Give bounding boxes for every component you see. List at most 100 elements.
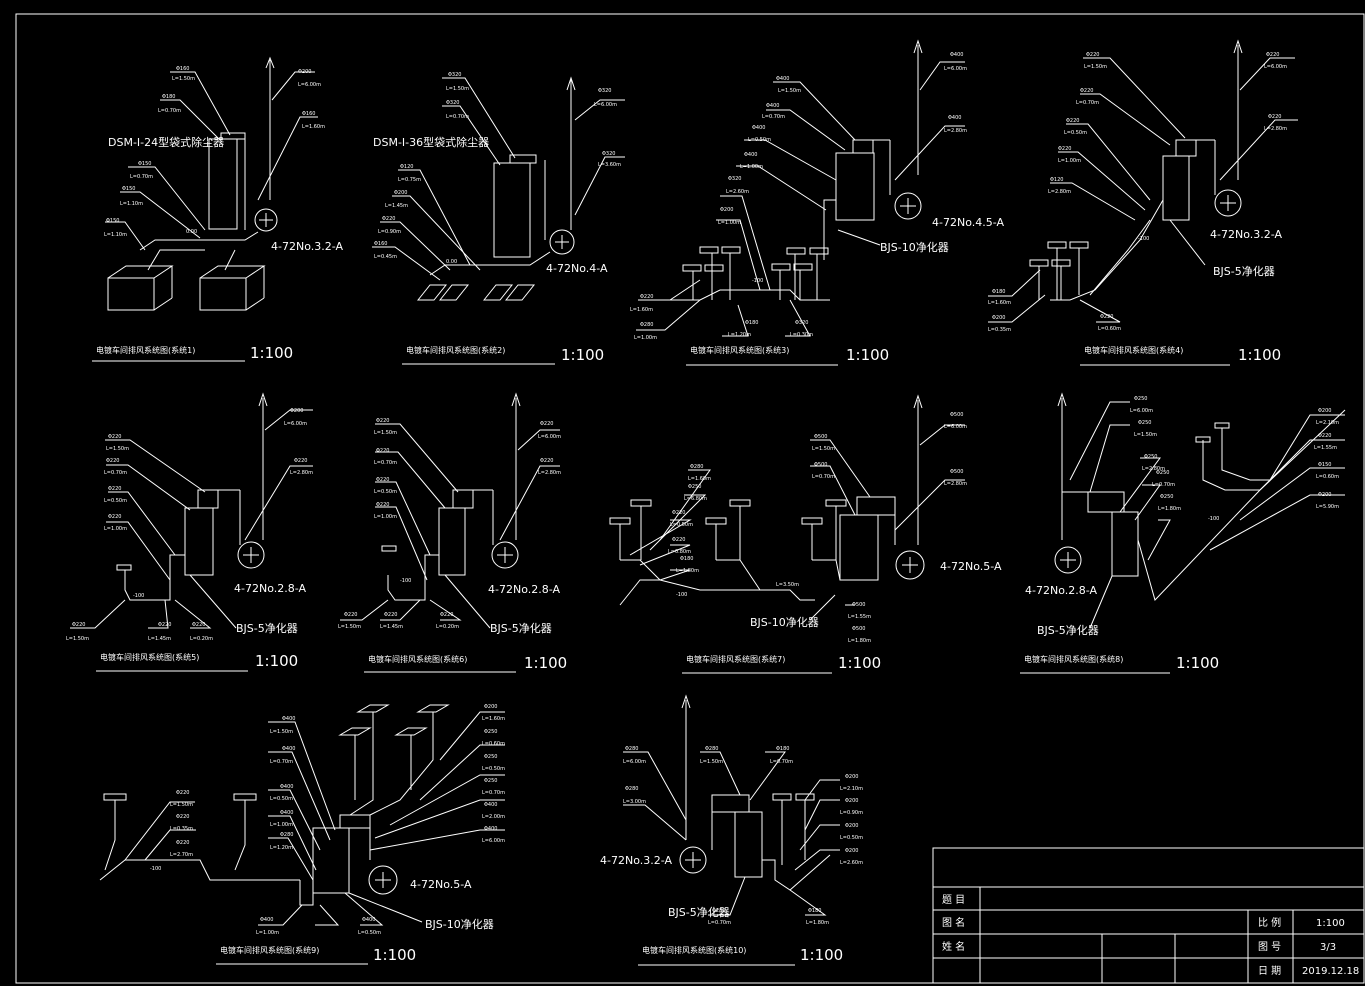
device-label: DSM-I-36型袋式除尘器: [373, 135, 489, 149]
note: L=1.60m: [688, 476, 711, 482]
system-5: Φ220 L=1.50m Φ220 L=0.70m Φ220 L=0.50m Φ…: [66, 392, 313, 672]
note: Φ160: [302, 111, 315, 117]
title-block: 题 目 图 名 姓 名 比 例 1:100 图 号 3/3 日 期 2019.1…: [932, 847, 1365, 984]
note: L=0.35m: [170, 826, 193, 832]
fan-label: 4-72No.5-A: [410, 878, 472, 891]
fan-label: 4-72No.2.8-A: [1025, 584, 1097, 597]
note: L=2.10m: [840, 786, 863, 792]
note: Φ200: [1318, 408, 1331, 414]
note: Φ220: [294, 458, 307, 464]
note: L=0.70m: [708, 920, 731, 926]
system-caption: 电镀车间排风系统图(系统10): [642, 945, 746, 955]
note: L=1.50m: [812, 446, 835, 452]
fan-label: 4-72No.2.8-A: [488, 583, 560, 596]
note: Φ400: [744, 152, 757, 158]
note: L=1.00m: [256, 930, 279, 936]
system-9: Φ400 L=1.50m Φ400 L=0.70m Φ400 L=0.50m Φ…: [99, 704, 505, 965]
note: Φ200: [992, 315, 1005, 321]
note: Φ200: [484, 704, 497, 710]
scale-label: 1:100: [838, 654, 881, 672]
note: Φ280: [640, 322, 653, 328]
note: L=1.60m: [988, 300, 1011, 306]
device-label: BJS-5净化器: [668, 905, 730, 919]
note: L=0.50m: [748, 137, 771, 143]
note: L=1.60m: [630, 307, 653, 313]
note: Φ280: [690, 464, 703, 470]
note: Φ220: [376, 448, 389, 454]
note: L=3.50m: [776, 582, 799, 588]
note: Φ500: [950, 469, 963, 475]
device-label: BJS-10净化器: [425, 917, 494, 931]
note: Φ220: [344, 612, 357, 618]
note: Φ200: [298, 69, 311, 75]
note: L=0.70m: [446, 114, 469, 120]
note: L=0.50m: [270, 796, 293, 802]
note: Φ220: [376, 418, 389, 424]
note: L=1.45m: [380, 624, 403, 630]
note: L=0.70m: [1152, 482, 1175, 488]
note: L=0.70m: [762, 114, 785, 120]
note: L=2.80m: [1142, 466, 1165, 472]
note: Φ180: [680, 556, 693, 562]
note: L=1.20m: [270, 845, 293, 851]
note: L=0.20m: [190, 636, 213, 642]
note: L=2.80m: [290, 470, 313, 476]
note: Φ220: [382, 216, 395, 222]
note: L=6.00m: [944, 424, 967, 430]
note: L=1.45m: [148, 636, 171, 642]
fan-label: 4-72No.3.2-A: [1210, 228, 1282, 241]
note: Φ280: [625, 746, 638, 752]
note: Φ220: [672, 537, 685, 543]
note: Φ400: [282, 716, 295, 722]
note: Φ220: [376, 502, 389, 508]
note: L=0.50m: [358, 930, 381, 936]
note: L=1.50m: [66, 636, 89, 642]
note: L=0.70m: [1076, 100, 1099, 106]
note: Φ250: [484, 754, 497, 760]
note: Φ220: [376, 477, 389, 483]
note: Φ180: [745, 320, 758, 326]
system-caption: 电镀车间排风系统图(系统9): [220, 945, 319, 955]
note: L=6.00m: [482, 838, 505, 844]
system-4: Φ220 L=1.50m Φ220 L=0.70m Φ220 L=0.50m Φ…: [988, 39, 1298, 366]
note: Φ500: [950, 412, 963, 418]
note: Φ500: [852, 602, 865, 608]
note: -100: [676, 592, 687, 598]
note: Φ220: [1266, 52, 1279, 58]
note: Φ180: [162, 94, 175, 100]
note: L=1.50m: [338, 624, 361, 630]
note: Φ400: [766, 103, 779, 109]
note: Φ400: [948, 115, 961, 121]
note: L=1.50m: [700, 759, 723, 765]
note: L=1.00m: [270, 822, 293, 828]
note: Φ220: [108, 486, 121, 492]
note: Φ200: [1318, 492, 1331, 498]
note: L=1.50m: [446, 86, 469, 92]
date-label: 日 期: [1258, 965, 1281, 977]
scale-label: 1:100: [524, 654, 567, 672]
note: L=6.00m: [1264, 64, 1287, 70]
note: L=0.70m: [104, 470, 127, 476]
note: Φ220: [384, 612, 397, 618]
note: Φ220: [106, 458, 119, 464]
device-label: BJS-10净化器: [750, 615, 819, 629]
scale-label: 1:100: [561, 346, 604, 364]
note: L=1.50m: [1134, 432, 1157, 438]
note: Φ320: [795, 320, 808, 326]
system-10: Φ280 L=6.00m Φ280 L=3.00m Φ280 L=1.50m Φ…: [600, 694, 863, 966]
note: Φ250: [484, 729, 497, 735]
title-block-label: 图 名: [942, 916, 965, 929]
note: L=2.80m: [1048, 189, 1071, 195]
note: L=6.00m: [594, 102, 617, 108]
note: Φ400: [260, 917, 273, 923]
note: L=0.60m: [1316, 474, 1339, 480]
note: L=2.80m: [944, 481, 967, 487]
note: Φ250: [1138, 420, 1151, 426]
note: Φ220: [176, 840, 189, 846]
note: L=1.45m: [385, 203, 408, 209]
note: Φ400: [752, 125, 765, 131]
note: Φ220: [540, 421, 553, 427]
note: Φ220: [72, 622, 85, 628]
note: Φ220: [176, 814, 189, 820]
note: Φ500: [814, 462, 827, 468]
